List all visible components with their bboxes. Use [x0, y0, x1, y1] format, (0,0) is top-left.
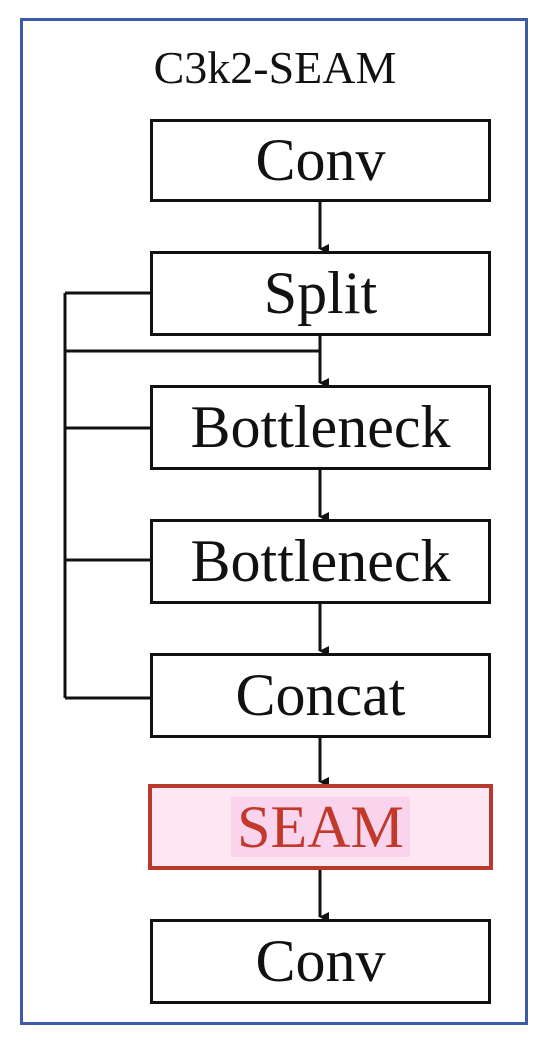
bottleneck-2-label: Bottleneck	[190, 528, 451, 594]
conv-input-block: Conv	[150, 119, 491, 202]
seam-block: SEAM	[148, 784, 493, 870]
bottleneck-1-label: Bottleneck	[190, 394, 451, 460]
bottleneck-block-1: Bottleneck	[150, 385, 491, 470]
conv-input-label: Conv	[255, 127, 386, 193]
diagram-title: C3k2-SEAM	[153, 42, 397, 93]
conv-output-block: Conv	[150, 919, 491, 1004]
seam-label: SEAM	[231, 797, 410, 857]
concat-block: Concat	[150, 653, 491, 738]
split-label: Split	[263, 260, 378, 326]
bottleneck-block-2: Bottleneck	[150, 519, 491, 604]
concat-label: Concat	[235, 662, 406, 728]
conv-output-label: Conv	[255, 928, 386, 994]
split-block: Split	[150, 251, 491, 336]
